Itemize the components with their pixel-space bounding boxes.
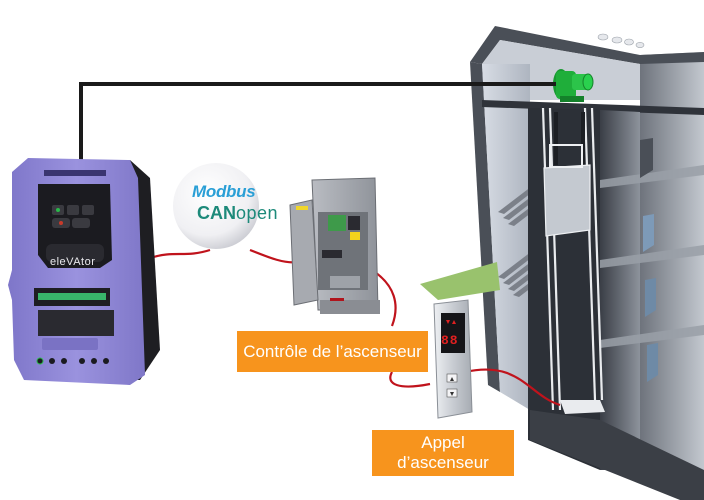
canopen-bold: CAN xyxy=(197,203,236,223)
elevator-controller-cabinet xyxy=(289,177,380,314)
call-label: Appel d’ascenseur xyxy=(372,430,514,476)
power-cable xyxy=(79,82,556,160)
protocol-sphere xyxy=(173,163,259,249)
controller-label-text: Contrôle de l’ascenseur xyxy=(243,341,422,361)
arrow-up-icon xyxy=(450,377,454,381)
direction-up-icon xyxy=(452,320,456,324)
elevator-building xyxy=(420,26,704,500)
traction-motor-icon xyxy=(553,69,594,102)
landing-doors xyxy=(640,138,658,382)
direction-down-icon xyxy=(446,320,450,324)
roof-vents xyxy=(597,33,645,48)
elevator-car xyxy=(543,144,591,237)
variable-frequency-drive xyxy=(8,158,160,385)
controller-label: Contrôle de l’ascenseur xyxy=(237,331,428,372)
canopen-thin: open xyxy=(236,203,279,223)
drive-brand-label: eleVAtor xyxy=(50,256,96,268)
modbus-logo-text: Modbus xyxy=(192,182,256,201)
canopen-logo-text: CANopen xyxy=(197,203,278,224)
call-label-line2: d’ascenseur xyxy=(397,453,489,472)
keypad-up-key xyxy=(82,205,94,215)
keypad-mode-key xyxy=(67,205,79,215)
landing-call-panel xyxy=(433,299,473,419)
arrow-down-icon xyxy=(450,392,454,396)
signal-cables xyxy=(149,248,561,407)
call-label-line1: Appel xyxy=(421,433,465,452)
keypad-down-key xyxy=(72,218,90,228)
floor-display: 88 xyxy=(441,333,459,348)
